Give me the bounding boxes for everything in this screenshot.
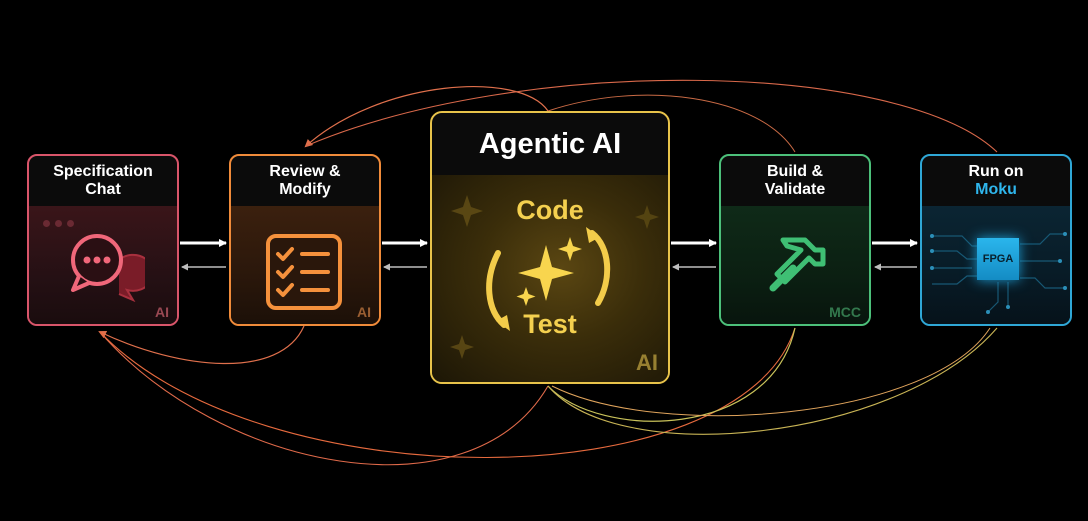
loop-build-to-spec-bottom <box>99 327 796 459</box>
mcc-tag: MCC <box>829 304 861 320</box>
window-dots <box>43 214 79 232</box>
loop-run-to-agentic-bottom <box>547 327 998 435</box>
loop-run-to-review-top <box>305 79 998 153</box>
ai-tag: AI <box>636 350 658 375</box>
chat-bubbles-icon <box>65 230 155 307</box>
title-line-1: Run on <box>968 163 1024 180</box>
card-title: Specification Chat <box>29 156 177 206</box>
card-title: Build & Validate <box>721 156 869 206</box>
code-label: Code <box>516 195 584 225</box>
card-title: Agentic AI <box>432 113 668 175</box>
card-title: Review & Modify <box>231 156 379 206</box>
ai-tag: AI <box>357 304 371 320</box>
code-test-loop-graphic <box>450 195 659 359</box>
card-body: AI <box>29 206 177 324</box>
title-line-2: Chat <box>85 181 121 198</box>
card-run-on-moku: Run on Moku <box>920 154 1072 326</box>
card-body: FPGA <box>922 206 1070 324</box>
loop-review-to-spec-bottom <box>98 325 305 365</box>
fpga-chip-icon: FPGA <box>977 238 1019 280</box>
moku-label: Moku <box>975 181 1017 198</box>
test-label: Test <box>523 309 577 339</box>
checklist-icon <box>264 232 344 317</box>
hammer-icon <box>763 230 833 305</box>
card-title: Run on Moku <box>922 156 1070 206</box>
card-body: Code Test AI <box>432 175 668 382</box>
card-build-validate: Build & Validate MCC <box>719 154 871 326</box>
title-line-1: Review & <box>269 163 341 180</box>
title-line-1: Specification <box>53 163 153 180</box>
sparkle-icon <box>512 235 588 316</box>
card-specification-chat: Specification Chat AI <box>27 154 179 326</box>
loop-run-to-agentic-bottom-2 <box>551 327 991 417</box>
agentic-title: Agentic AI <box>478 128 622 160</box>
loop-build-to-top <box>547 94 796 153</box>
title-line-1: Build & <box>767 163 823 180</box>
ai-tag: AI <box>155 304 169 320</box>
card-agentic-ai: Agentic AI Code Test <box>430 111 670 384</box>
loop-build-to-agentic-bottom <box>547 327 796 422</box>
card-body: AI <box>231 206 379 324</box>
title-line-2: Modify <box>279 181 331 198</box>
loop-agentic-to-spec-bottom <box>99 331 549 466</box>
circuit-traces <box>930 232 1067 314</box>
fpga-label: FPGA <box>982 253 1014 265</box>
card-body: MCC <box>721 206 869 324</box>
loop-agentic-to-review-top <box>304 85 549 148</box>
title-line-2: Validate <box>764 181 826 198</box>
card-review-modify: Review & Modify AI <box>229 154 381 326</box>
